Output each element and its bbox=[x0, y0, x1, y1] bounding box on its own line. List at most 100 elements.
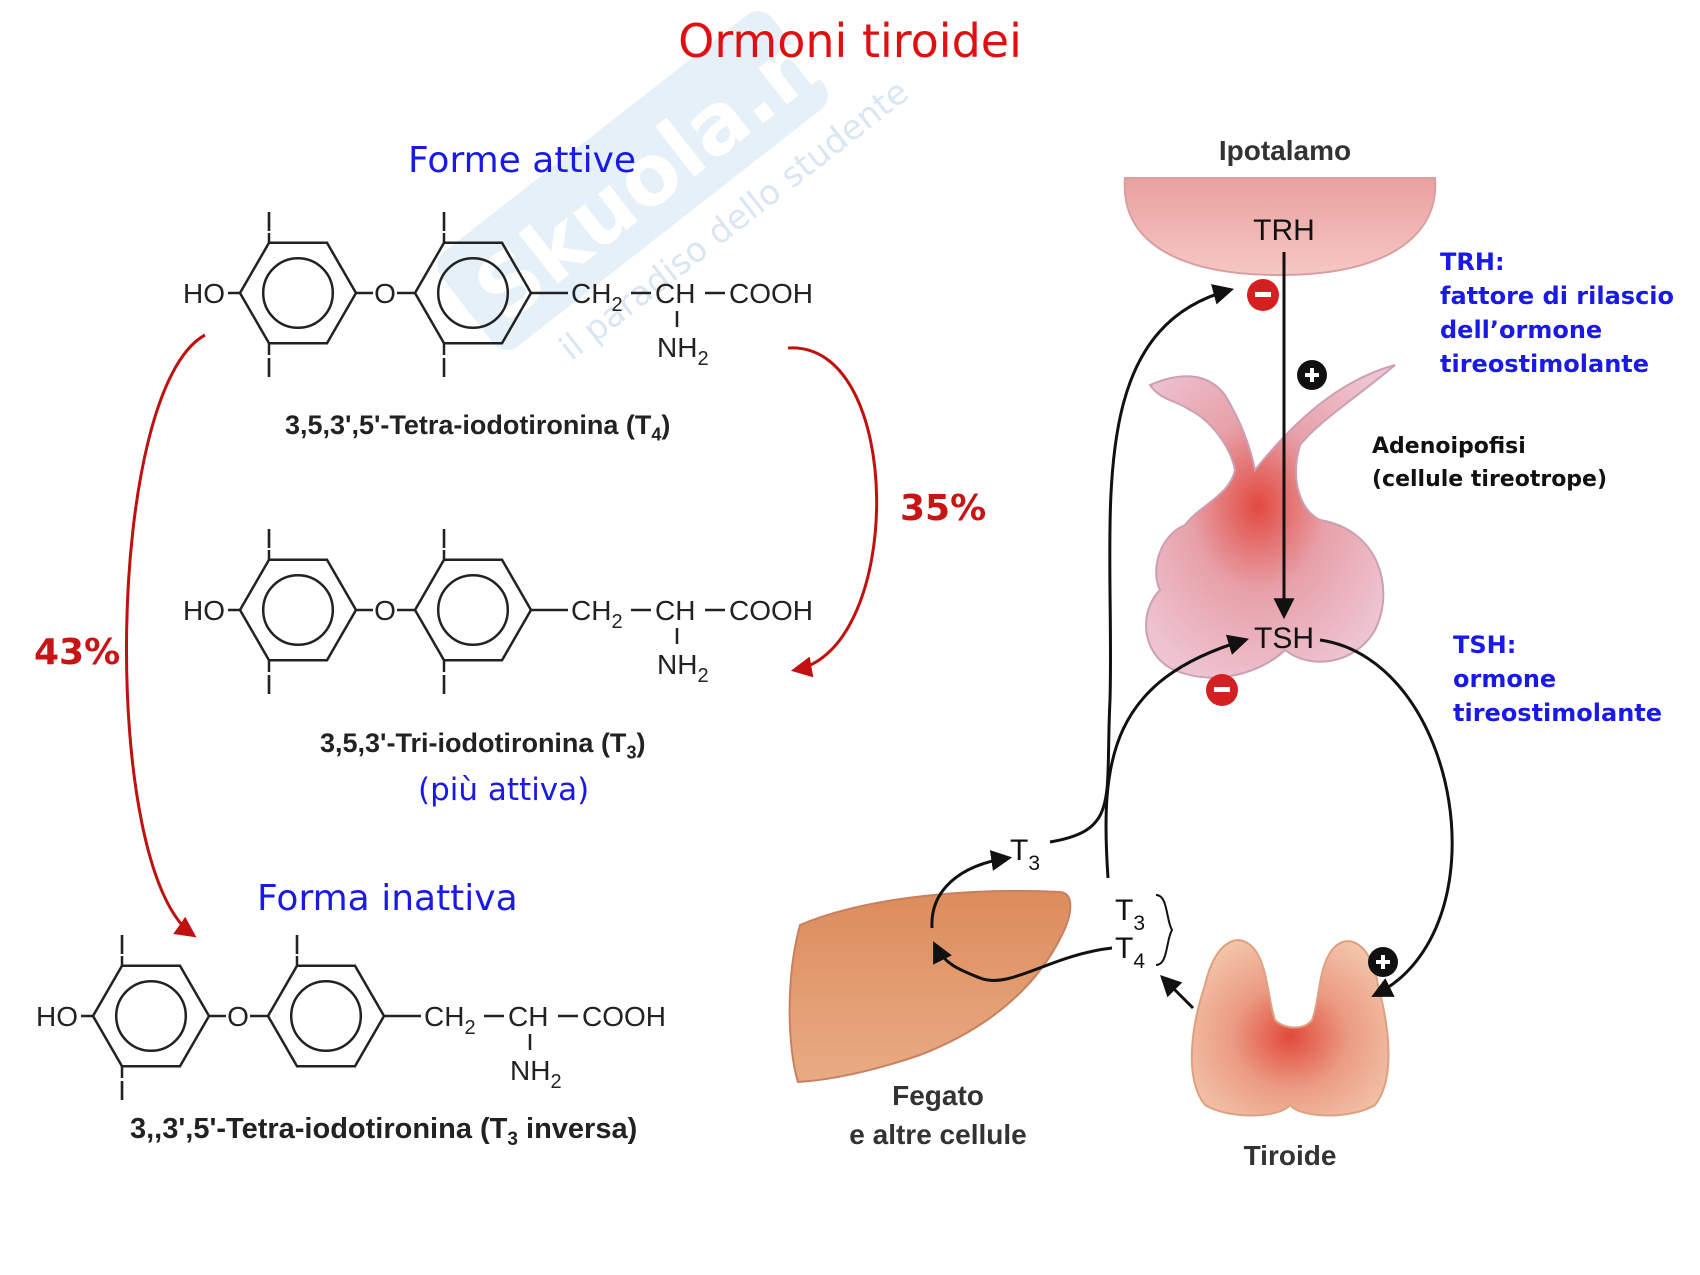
minus-icon bbox=[1206, 674, 1238, 706]
definition-trh-1: TRH: bbox=[1440, 248, 1505, 276]
label-hypothalamus: Ipotalamo bbox=[1219, 135, 1351, 166]
arrow-t3-to-tsh bbox=[1104, 634, 1250, 879]
label-trh: TRH bbox=[1253, 214, 1315, 247]
pct-35: 35% bbox=[900, 488, 987, 529]
label-t4-close: ) bbox=[661, 410, 671, 440]
methylene-sub: 2 bbox=[611, 611, 622, 633]
iodine-label: I bbox=[440, 523, 448, 554]
label-t3-text: 3,5,3'-Tri-iodotironina (T bbox=[320, 728, 627, 758]
amine-sub: 2 bbox=[697, 348, 708, 370]
ring-a-aromatic bbox=[261, 256, 335, 330]
iodine-label: I bbox=[440, 206, 448, 237]
pct-43: 43% bbox=[34, 632, 121, 673]
label-t3-top: T3 bbox=[1010, 834, 1040, 875]
label-pituitary-1: Adenoipofisi bbox=[1372, 434, 1526, 459]
t3-t4-brace bbox=[1155, 894, 1174, 966]
label-t4-sub: 4 bbox=[651, 424, 662, 445]
label-rt3-text: 3,,3',5'-Tetra-iodotironina (T bbox=[130, 1113, 508, 1145]
label-t3-top-sub: 3 bbox=[1028, 852, 1040, 875]
label-t4: 3,5,3',5'-Tetra-iodotironina (T4) bbox=[285, 410, 670, 445]
hydroxyl-label: HO bbox=[36, 1001, 78, 1032]
iodine-label: I bbox=[265, 523, 273, 554]
plus-icon bbox=[1297, 360, 1327, 390]
iodine-label: I bbox=[265, 352, 273, 383]
ring-b-aromatic bbox=[436, 573, 510, 647]
arrow-t4-to-rt3 bbox=[124, 333, 206, 938]
label-t4-lower: T4 bbox=[1115, 932, 1145, 973]
definition-trh-3: dell’ormone bbox=[1440, 316, 1603, 344]
definition-tsh-3: tireostimolante bbox=[1453, 699, 1663, 727]
iodine-label: I bbox=[440, 352, 448, 383]
carboxyl-label: COOH bbox=[582, 1001, 666, 1032]
label-liver-1: Fegato bbox=[892, 1080, 984, 1111]
label-t3-lower-sub: 3 bbox=[1133, 912, 1145, 935]
hypothalamus-shape bbox=[1123, 177, 1437, 277]
alpha-carbon-label: CH bbox=[655, 278, 695, 309]
label-pituitary: Adenoipofisi (cellule tireotrope) bbox=[1372, 430, 1607, 496]
thyroid-shape bbox=[1190, 939, 1390, 1117]
arrow-liver-to-t3 bbox=[930, 850, 1013, 929]
arrow-t3-to-hypothalamus bbox=[1049, 284, 1235, 844]
amine-sub: 2 bbox=[697, 665, 708, 687]
definition-tsh: TSH: ormone tireostimolante bbox=[1453, 628, 1662, 730]
ether-oxygen-label: O bbox=[227, 1001, 249, 1032]
label-rt3-close: inversa) bbox=[517, 1113, 638, 1145]
carboxyl-label: COOH bbox=[729, 278, 813, 309]
methylene-sub: 2 bbox=[464, 1017, 475, 1039]
label-rt3-sub: 3 bbox=[507, 1128, 518, 1150]
iodine-label: I bbox=[265, 669, 273, 700]
definition-tsh-1: TSH: bbox=[1453, 631, 1517, 659]
label-t3-lower-t: T bbox=[1115, 894, 1133, 927]
heading-inactive-form: Forma inattiva bbox=[257, 878, 518, 919]
alpha-carbon-label: CH bbox=[508, 1001, 548, 1032]
ring-b-aromatic bbox=[436, 256, 510, 330]
arrow-thyroid-to-hormones bbox=[1160, 975, 1195, 1010]
ring-a-aromatic bbox=[261, 573, 335, 647]
label-t3-close: ) bbox=[636, 728, 646, 758]
carboxyl-label: COOH bbox=[729, 595, 813, 626]
ring-a-aromatic bbox=[114, 979, 188, 1053]
methylene-sub: 2 bbox=[611, 294, 622, 316]
label-thyroid: Tiroide bbox=[1244, 1140, 1337, 1171]
plus-icon bbox=[1368, 947, 1398, 977]
arrow-t4-to-liver bbox=[933, 941, 1113, 982]
label-rt3: 3,,3',5'-Tetra-iodotironina (T3 inversa) bbox=[130, 1113, 637, 1151]
definition-trh: TRH: fattore di rilascio dell’ormone tir… bbox=[1440, 245, 1674, 381]
iodine-label: I bbox=[440, 669, 448, 700]
ether-oxygen-label: O bbox=[374, 278, 396, 309]
label-t4-lower-sub: 4 bbox=[1133, 950, 1145, 973]
label-t4-text: 3,5,3',5'-Tetra-iodotironina (T bbox=[285, 410, 652, 440]
arrow-t4-to-t3 bbox=[787, 346, 879, 678]
definition-tsh-2: ormone bbox=[1453, 665, 1557, 693]
iodine-label: I bbox=[293, 929, 301, 960]
definition-trh-4: tireostimolante bbox=[1440, 350, 1650, 378]
ring-b-aromatic bbox=[289, 979, 363, 1053]
page-title: Ormoni tiroidei bbox=[678, 14, 1022, 68]
liver-shape bbox=[788, 889, 1072, 1084]
ether-oxygen-label: O bbox=[374, 595, 396, 626]
alpha-carbon-label: CH bbox=[655, 595, 695, 626]
label-tsh: TSH bbox=[1254, 622, 1314, 655]
iodine-label: I bbox=[118, 1075, 126, 1106]
iodine-label: I bbox=[265, 206, 273, 237]
label-t3: 3,5,3'-Tri-iodotironina (T3) bbox=[320, 728, 645, 763]
heading-active-forms: Forme attive bbox=[408, 140, 637, 181]
label-t3-sub: 3 bbox=[626, 742, 637, 763]
arrow-tsh-to-thyroid bbox=[1319, 638, 1454, 997]
iodine-label: I bbox=[118, 929, 126, 960]
hydroxyl-label: HO bbox=[183, 595, 225, 626]
minus-icon bbox=[1247, 279, 1279, 311]
pituitary-shape bbox=[1145, 364, 1396, 679]
label-t4-lower-t: T bbox=[1115, 932, 1133, 965]
definition-trh-2: fattore di rilascio bbox=[1440, 282, 1675, 310]
amine-sub: 2 bbox=[550, 1071, 561, 1093]
label-t3-lower: T3 bbox=[1115, 894, 1145, 935]
label-pituitary-2: (cellule tireotrope) bbox=[1372, 467, 1608, 492]
label-t3-top-t: T bbox=[1010, 834, 1028, 867]
hydroxyl-label: HO bbox=[183, 278, 225, 309]
label-liver-2: e altre cellule bbox=[849, 1119, 1026, 1150]
